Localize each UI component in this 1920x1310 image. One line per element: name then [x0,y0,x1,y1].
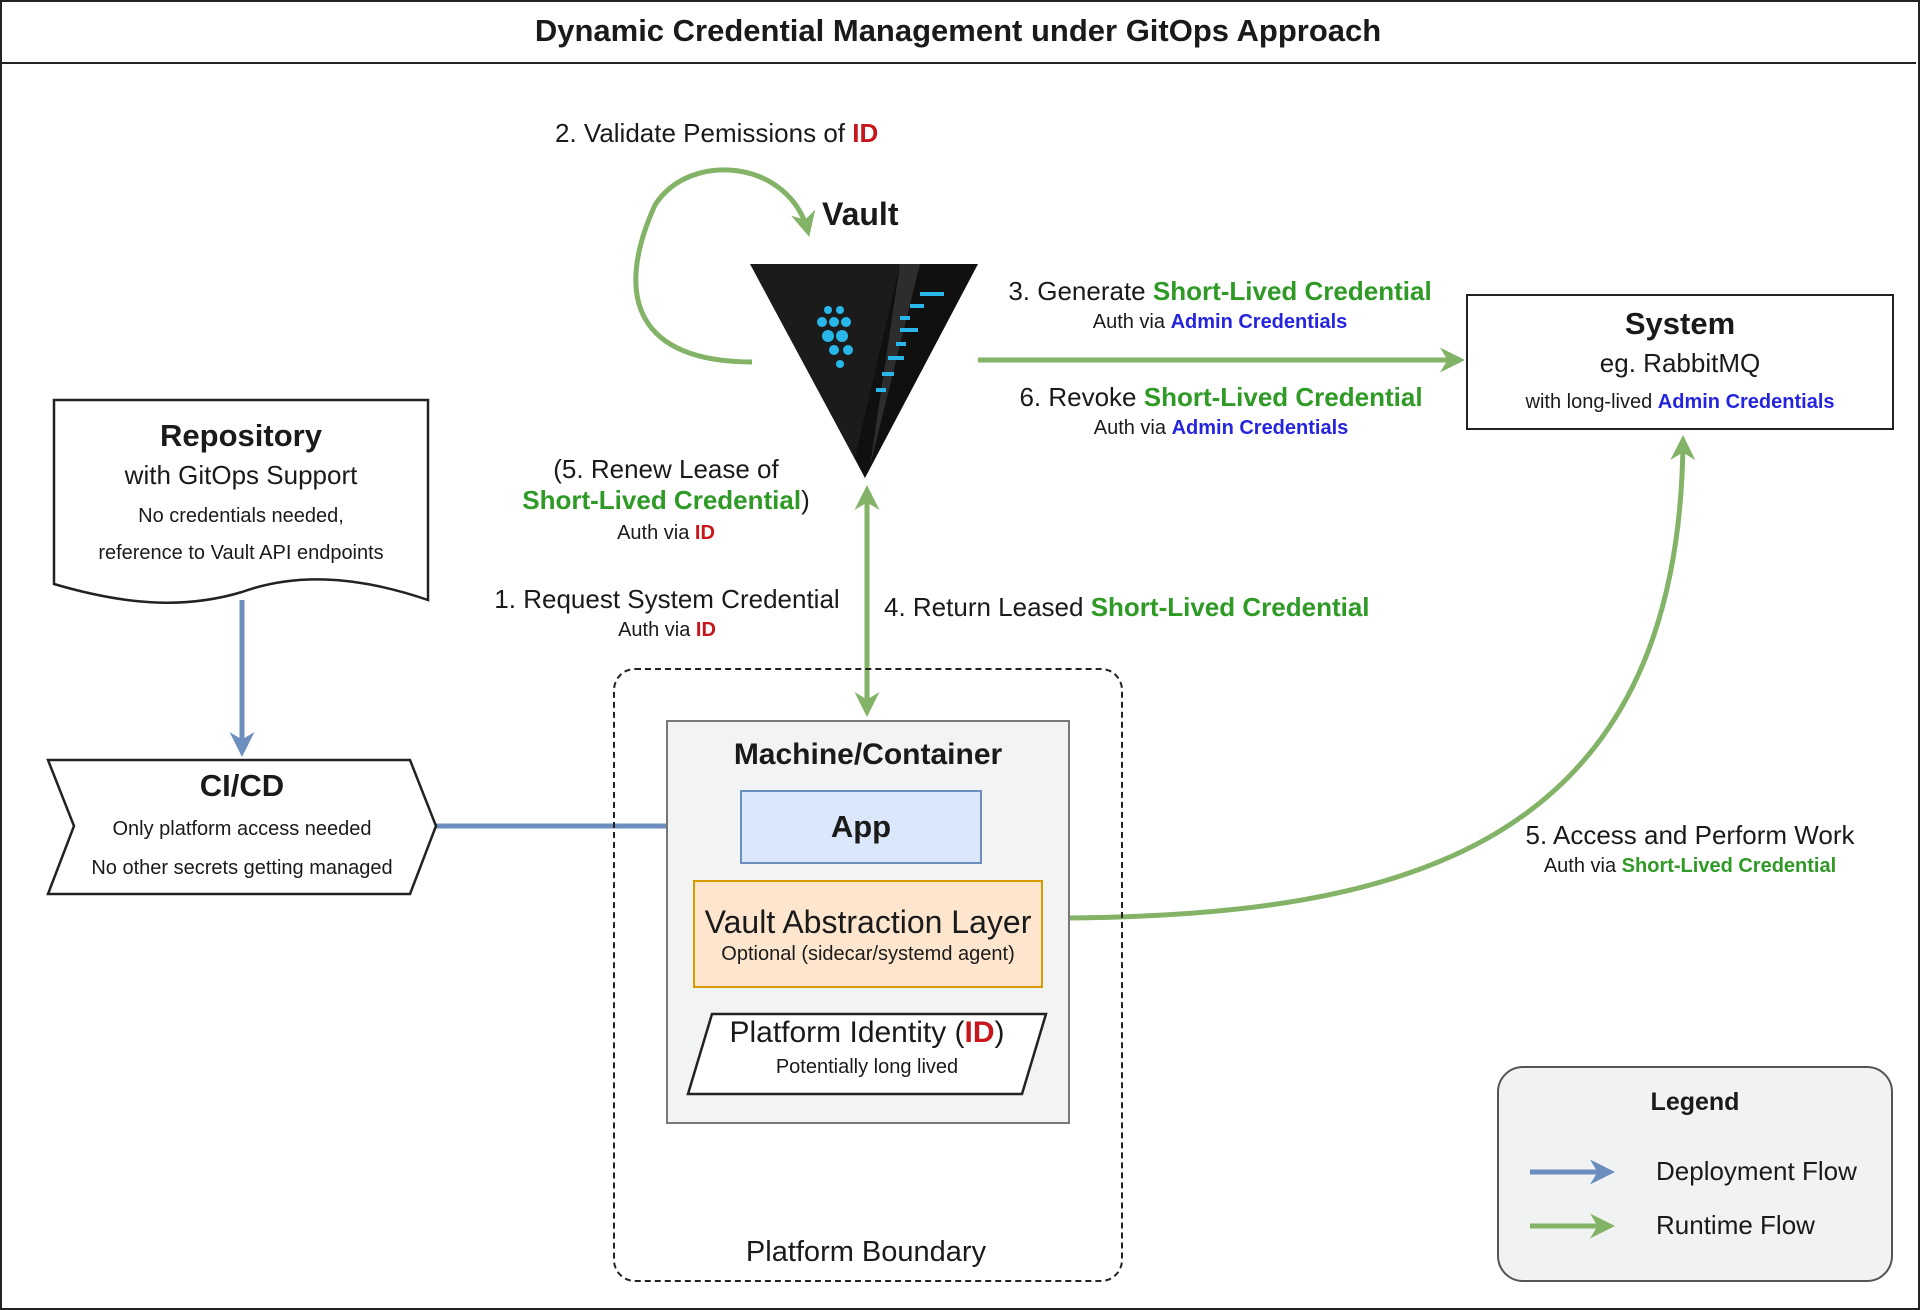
step5-renew-id: ID [694,522,715,544]
step2-label: 2. Validate Pemissions of ID [555,118,879,149]
legend-runtime-label: Runtime Flow [1656,1210,1815,1240]
vault-abstraction-layer: Vault Abstraction Layer Optional (sideca… [693,880,1043,988]
system-note: with long-lived [1525,391,1658,413]
step6-text: 6. Revoke [1019,382,1144,412]
step1-auth: Auth via [618,619,696,641]
platform-boundary [613,668,1123,1282]
step4-label: 4. Return Leased Short-Lived Credential [884,592,1370,623]
step5-renew-label: (5. Renew Lease of Short-Lived Credentia… [520,454,812,545]
repository-line2: reference to Vault API endpoints [98,542,384,564]
step1-text: 1. Request System Credential [494,584,840,614]
diagram-title: Dynamic Credential Management under GitO… [0,0,1916,64]
step2-text: 2. Validate Pemissions of [555,118,853,148]
pid-subtitle: Potentially long lived [775,1056,959,1078]
val-title: Vault Abstraction Layer [704,904,1032,940]
step3-credential: Short-Lived Credential [1152,276,1432,306]
step5-access-credential: Short-Lived Credential [1621,855,1837,877]
step6-admin: Admin Credentials [1171,417,1349,439]
step3-label: 3. Generate Short-Lived Credential Auth … [1002,276,1438,334]
validate-loop-arrow [633,167,816,365]
step5-renew-credential: Short-Lived Credential [522,485,802,515]
step3-text: 3. Generate [1008,276,1153,306]
legend-deploy-label: Deployment Flow [1656,1156,1857,1186]
repository-subtitle: with GitOps Support [124,460,358,490]
step5-access-label: 5. Access and Perform Work Auth via Shor… [1520,820,1860,878]
repository-shape [52,398,430,604]
platform-boundary-label: Platform Boundary [745,1236,987,1268]
step5-access-auth: Auth via [1543,855,1622,877]
cicd-line2: No other secrets getting managed [91,857,393,879]
step5-renew-auth: Auth via [617,522,695,544]
step5-renew-text: (5. Renew Lease of [553,454,779,484]
cicd-node: CI/CD Only platform access needed No oth… [46,768,438,880]
cicd-line1: Only platform access needed [112,818,372,840]
step6-credential: Short-Lived Credential [1143,382,1423,412]
step1-label: 1. Request System Credential Auth via ID [488,584,846,642]
pid-suffix: ) [994,1016,1005,1049]
step1-id: ID [695,619,716,641]
repository-title: Repository [160,418,322,453]
system-note-admin: Admin Credentials [1657,391,1835,413]
system-subtitle: eg. RabbitMQ [1599,348,1761,378]
app-box: App [740,790,982,864]
cicd-title: CI/CD [199,768,285,803]
step3-auth: Auth via [1092,311,1171,333]
pid-prefix: Platform Identity ( [729,1016,965,1049]
pid-id: ID [964,1016,995,1049]
system-node: System eg. RabbitMQ with long-lived Admi… [1466,294,1894,430]
platform-identity-shape [686,1012,1048,1096]
step4-text: 4. Return Leased [884,592,1091,622]
step6-auth: Auth via [1093,417,1172,439]
step2-id: ID [852,118,879,148]
step5-renew-close: ) [801,485,810,515]
vault-logo-icon [750,264,978,478]
machine-title: Machine/Container [733,738,1003,771]
step3-admin: Admin Credentials [1170,311,1348,333]
platform-identity: Platform Identity (ID) Potentially long … [686,1012,1048,1079]
cicd-shape [46,758,438,896]
system-title: System [1624,306,1736,341]
val-subtitle: Optional (sidecar/systemd agent) [721,943,1015,965]
repository-line1: No credentials needed, [138,505,344,527]
step5-access-text: 5. Access and Perform Work [1525,820,1855,850]
access-work-arrow [1067,435,1696,921]
step4-credential: Short-Lived Credential [1090,592,1370,622]
step6-label: 6. Revoke Short-Lived Credential Auth vi… [1014,382,1428,440]
legend-title: Legend [1650,1088,1740,1116]
repository-node: Repository with GitOps Support No creden… [52,418,430,565]
vault-label: Vault [822,196,899,233]
